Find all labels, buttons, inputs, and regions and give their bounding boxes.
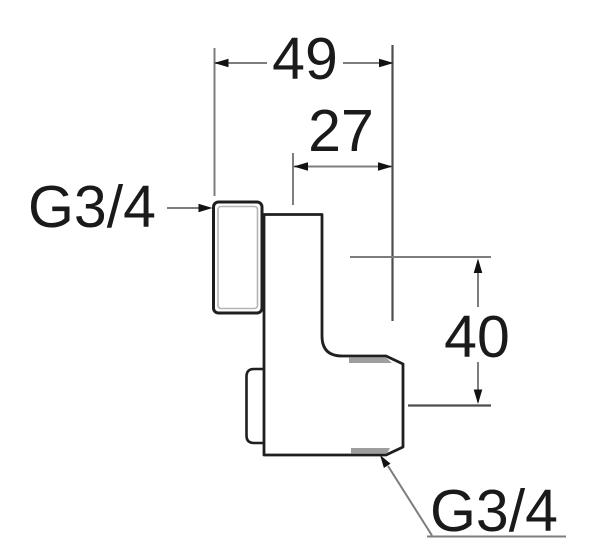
bottom-leader-line-diagonal	[387, 465, 433, 537]
dim-49-label: 49	[272, 26, 338, 92]
dimension-overall-length: 49	[214, 26, 394, 92]
left-thread-callout: G3/4	[28, 174, 213, 240]
dim-49-arrow-right	[379, 58, 394, 68]
left-thread-label: G3/4	[28, 174, 156, 240]
fitting-body	[212, 200, 405, 457]
bottom-leader-arrow	[380, 455, 391, 468]
left-leader-arrow	[198, 203, 213, 213]
dim-40-label: 40	[444, 304, 510, 370]
dim-40-arrow-top	[473, 258, 483, 273]
left-socket	[212, 200, 264, 315]
bottom-thread-label: G3/4	[430, 478, 558, 544]
left-socket-inner-shading	[217, 205, 259, 310]
dim-27-arrow-left	[293, 162, 308, 171]
bottom-thread-callout: G3/4	[380, 455, 566, 544]
lower-left-tab	[245, 367, 264, 445]
dimension-offset-length: 27	[293, 98, 393, 171]
thread-shading-top	[349, 357, 392, 363]
dim-40-arrow-bottom	[473, 389, 483, 404]
dimension-center-offset: 40	[444, 258, 510, 404]
dim-27-label: 27	[308, 98, 374, 164]
thread-shading-bottom	[351, 448, 390, 454]
extension-lines	[213, 45, 491, 407]
dim-49-arrow-left	[214, 58, 229, 68]
dim-27-arrow-right	[378, 162, 393, 171]
body-outline	[262, 213, 405, 457]
